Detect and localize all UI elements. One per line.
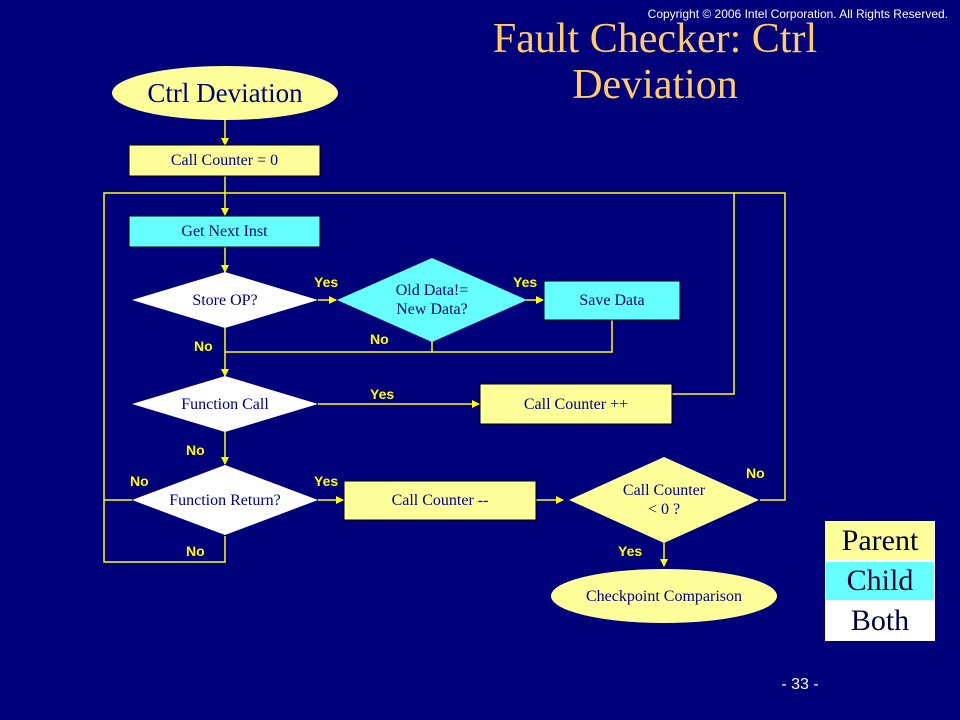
store-op-decision xyxy=(132,272,318,328)
line-inc-loop xyxy=(225,192,735,395)
legend-child: Child xyxy=(825,561,935,601)
edge-label-olddata-no: No xyxy=(370,331,389,347)
line-check-no-loop xyxy=(734,192,786,501)
checkpoint-node xyxy=(551,569,777,623)
save-data-node xyxy=(543,280,681,321)
edge-label-freturn-no-left: No xyxy=(130,473,149,489)
old-data-decision xyxy=(337,258,527,342)
edge-label-check-yes: Yes xyxy=(618,543,643,559)
page-number: - 33 - xyxy=(781,676,819,693)
edge-label-freturn-yes: Yes xyxy=(314,473,339,489)
title-line-1: Fault Checker: Ctrl xyxy=(492,16,818,62)
edge-label-store-no: No xyxy=(194,338,213,354)
edge-label-store-yes: Yes xyxy=(314,274,339,290)
title-line-2: Deviation xyxy=(572,62,738,108)
legend-parent: Parent xyxy=(825,521,935,561)
edge-label-olddata-yes: Yes xyxy=(513,274,538,290)
start-node xyxy=(112,66,338,120)
edge-label-fcall-no: No xyxy=(186,442,205,458)
legend-both: Both xyxy=(825,601,935,641)
slide-title: Fault Checker: Ctrl Deviation xyxy=(440,16,870,108)
edge-label-check-no: No xyxy=(746,465,765,481)
function-call-decision xyxy=(132,376,318,432)
function-return-decision xyxy=(132,465,318,535)
edge-label-fcall-yes: Yes xyxy=(370,386,395,402)
connector-lines xyxy=(103,120,786,567)
copyright-notice: Copyright © 2006 Intel Corporation. All … xyxy=(647,7,948,21)
get-next-node xyxy=(128,215,321,248)
line-save-back xyxy=(225,320,613,353)
counter-check-decision xyxy=(569,457,759,543)
counter-inc-node xyxy=(479,383,673,425)
edge-label-freturn-no-bottom: No xyxy=(186,543,205,559)
counter-dec-node xyxy=(343,480,537,521)
line-freturn-no-loop xyxy=(103,192,226,563)
init-node xyxy=(128,144,321,177)
